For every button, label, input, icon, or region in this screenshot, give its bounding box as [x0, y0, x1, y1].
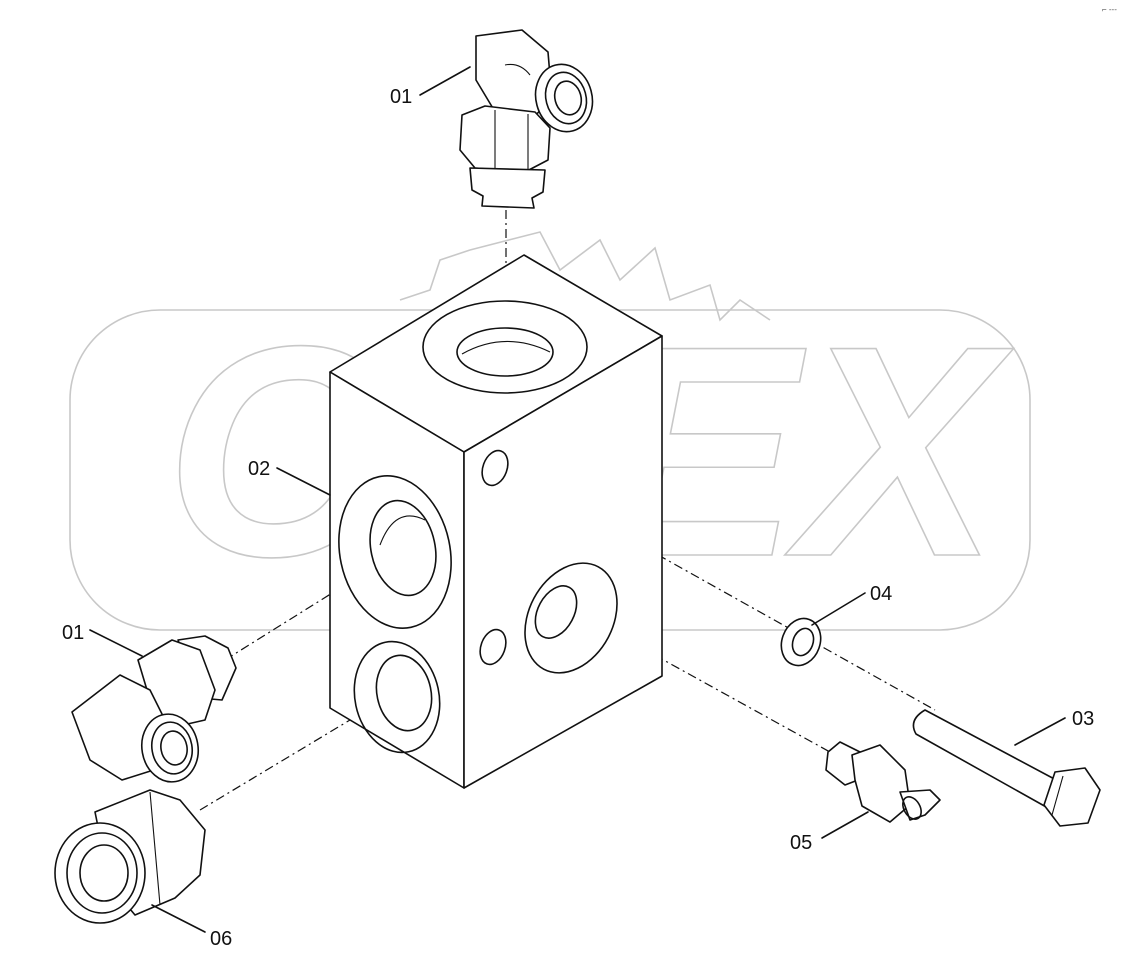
- bolt-shank: [912, 709, 1061, 809]
- top-fitting-outlet-bore: [553, 80, 583, 116]
- bolt: [912, 709, 1101, 827]
- adapter-front-bore: [79, 844, 129, 902]
- top-port-spotface: [422, 300, 588, 394]
- callout-02: 02: [248, 458, 270, 480]
- leader-03: [1014, 717, 1066, 746]
- valve-block: [329, 254, 663, 789]
- right-port-spotface: [524, 562, 618, 674]
- left-fitting-outlet-bore: [160, 730, 188, 766]
- washer-outer: [780, 617, 822, 667]
- leader-02: [276, 467, 331, 496]
- watermark-gear-outline: [399, 231, 771, 322]
- leader-04: [811, 592, 866, 626]
- callout-leaders: [89, 66, 1066, 933]
- callout-06: 06: [210, 928, 232, 950]
- top-fitting-stem: [469, 167, 546, 209]
- corner-mark: ⌐ ---: [1102, 5, 1117, 14]
- top-fitting-outlet-ring: [544, 71, 588, 125]
- left-port-lower-bore: [375, 654, 433, 732]
- washer-inner: [791, 627, 815, 657]
- callout-05: 05: [790, 832, 812, 854]
- washer: [780, 617, 822, 667]
- right-port-small-upper: [481, 449, 509, 487]
- left-port-upper-bore: [369, 499, 437, 597]
- elbow-fitting-top: [459, 29, 594, 209]
- block-right-face: [463, 335, 663, 789]
- callout-01-left: 01: [62, 622, 84, 644]
- top-port-bore: [456, 327, 554, 377]
- adapter-front-ring: [66, 832, 138, 914]
- sensor-tip: [902, 796, 922, 820]
- top-fitting-hex: [459, 105, 551, 173]
- leader-01-left: [89, 629, 143, 657]
- adapter-front-face: [54, 822, 146, 924]
- callout-03: 03: [1072, 708, 1094, 730]
- callout-04: 04: [870, 583, 892, 605]
- left-port-upper-spotface: [338, 475, 452, 629]
- leader-05: [821, 811, 869, 839]
- callout-labels: 01 02 03 04 05 01 06: [62, 86, 1094, 950]
- callout-01-top: 01: [390, 86, 412, 108]
- pressure-sensor: [825, 741, 941, 823]
- leader-01-top: [419, 66, 471, 96]
- elbow-fitting-left: [71, 635, 237, 783]
- right-port-bore: [534, 585, 578, 639]
- right-port-small-lower: [479, 628, 507, 666]
- left-port-lower-spotface: [353, 640, 441, 754]
- left-fitting-outlet-ring: [150, 721, 194, 775]
- bolt-head: [1043, 767, 1101, 827]
- straight-adapter: [54, 789, 206, 924]
- sensor-body: [851, 744, 911, 823]
- leader-06: [151, 904, 206, 933]
